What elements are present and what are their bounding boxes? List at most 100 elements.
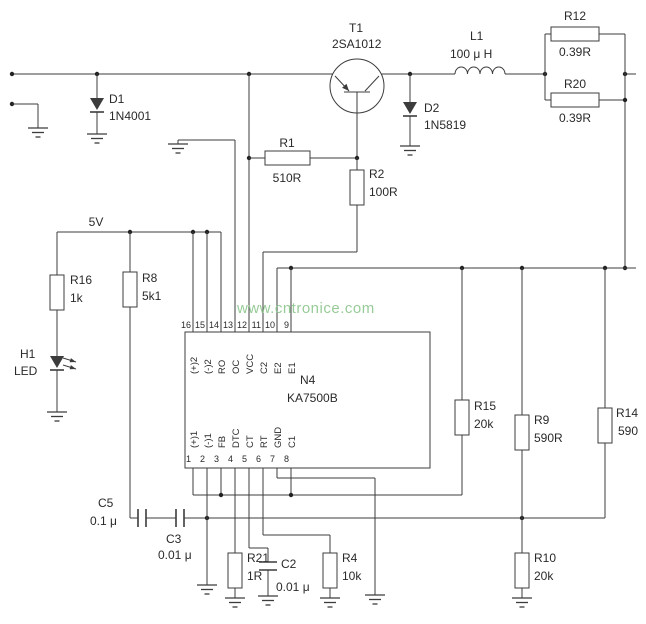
r1-ref-label: R1 xyxy=(279,136,295,150)
ic-pin-name: GND xyxy=(273,427,284,448)
r20-ref-label: R20 xyxy=(564,77,586,91)
input-return-terminal xyxy=(9,101,49,138)
d1-value-label: 1N4001 xyxy=(109,109,151,123)
t1-value-label: 2SA1012 xyxy=(332,37,382,51)
ic-pin-name: (-)2 xyxy=(203,359,214,374)
power-input-rail xyxy=(9,71,636,77)
r2-ref-label: R2 xyxy=(369,167,385,181)
resistor-r20: R20 0.39R xyxy=(544,74,625,125)
ic-pin-number: 9 xyxy=(284,320,289,330)
five-volt-rail: 5V xyxy=(57,215,221,235)
right-output-bus xyxy=(622,34,628,271)
led-h1: H1 LED xyxy=(14,347,77,422)
r15-ref-label: R15 xyxy=(474,399,496,413)
r21-ref-label: R21 xyxy=(247,551,269,565)
ground-symbol xyxy=(511,597,533,608)
ic-pin-name: RT xyxy=(259,435,270,448)
h1-value-label: LED xyxy=(14,364,38,378)
r12-value-label: 0.39R xyxy=(559,45,591,59)
r8-ref-label: R8 xyxy=(142,271,158,285)
divider-feedback-line xyxy=(184,515,605,521)
r20-value-label: 0.39R xyxy=(559,111,591,125)
c3-value-label: 0.01 μ xyxy=(158,548,192,562)
ic-pin-number: 15 xyxy=(195,320,205,330)
ic-pin-name: DTC xyxy=(231,428,242,448)
resistor-r1: R1 510R xyxy=(246,136,360,185)
rail-5v-label: 5V xyxy=(89,215,104,229)
r4-value-label: 10k xyxy=(342,569,362,583)
ground-symbol xyxy=(224,597,246,608)
ic-pin-name: C1 xyxy=(287,436,298,448)
ic-pin-number: 10 xyxy=(265,320,275,330)
capacitor-c5: C5 0.1 μ xyxy=(90,496,176,528)
ic-ka7500b: N4 KA7500B 16 15 14 13 12 11 10 9 (+)2 (… xyxy=(181,320,431,469)
resistor-r10: R10 20k xyxy=(511,551,556,608)
c2-ref-label: C2 xyxy=(281,557,297,571)
ic-pin-number: 7 xyxy=(270,454,275,464)
c5-ref-label: C5 xyxy=(98,496,114,510)
ic-pin-number: 12 xyxy=(237,320,247,330)
diode-d1: D1 1N4001 xyxy=(86,74,151,144)
ic-pin-name: (+)2 xyxy=(189,357,200,374)
ground-symbol xyxy=(257,595,279,606)
r2-value-label: 100R xyxy=(369,185,398,199)
ic-pin-name: E1 xyxy=(287,362,298,374)
r9-ref-label: R9 xyxy=(534,413,550,427)
resistor-r4: R4 10k xyxy=(319,551,362,608)
ground-symbol xyxy=(399,145,421,156)
ic-pin-name: OC xyxy=(231,360,242,374)
watermark-text: www.cntronice.com xyxy=(236,300,375,317)
ic-pin-number: 8 xyxy=(284,454,289,464)
d2-value-label: 1N5819 xyxy=(424,118,466,132)
r8-value-label: 5k1 xyxy=(142,289,162,303)
l1-value-label: 100 μ H xyxy=(450,47,492,61)
inductor-l1: L1 100 μ H xyxy=(450,29,506,75)
r21-value-label: 1R xyxy=(247,569,263,583)
ground-symbol xyxy=(364,594,386,605)
r16-value-label: 1k xyxy=(70,291,84,305)
r16-ref-label: R16 xyxy=(70,273,92,287)
ic-pin-number: 1 xyxy=(186,454,191,464)
ic-pin-number: 16 xyxy=(181,320,191,330)
resistor-r2: R2 100R xyxy=(262,158,398,332)
diode-d2: D2 1N5819 xyxy=(399,74,466,156)
ic-pin-name: (-)1 xyxy=(203,433,214,448)
d1-ref-label: D1 xyxy=(109,92,125,106)
r10-ref-label: R10 xyxy=(534,551,556,565)
ic-pin-name: C2 xyxy=(259,362,270,374)
resistor-r16: R16 1k xyxy=(49,232,92,356)
ic-pin-name: RO xyxy=(217,360,228,374)
r15-value-label: 20k xyxy=(474,417,494,431)
ground-symbol xyxy=(27,127,49,138)
r4-ref-label: R4 xyxy=(342,551,358,565)
ic-pin-name: E2 xyxy=(273,362,284,374)
d2-ref-label: D2 xyxy=(424,101,440,115)
r10-value-label: 20k xyxy=(534,569,554,583)
ic-pin-number: 11 xyxy=(252,320,261,330)
ground-symbol xyxy=(86,133,108,144)
transistor-t1: T1 2SA1012 xyxy=(329,21,385,158)
capacitor-c3: C3 0.01 μ xyxy=(158,509,192,562)
ic-pin-name: FB xyxy=(217,436,228,448)
ground-symbol xyxy=(46,411,68,422)
c2-value-label: 0.01 μ xyxy=(276,580,310,594)
ic-pin-name: CT xyxy=(245,435,256,448)
ic-ref-label: N4 xyxy=(300,373,316,387)
t1-ref-label: T1 xyxy=(349,21,363,35)
r1-value-label: 510R xyxy=(273,171,302,185)
resistor-r12: R12 0.39R xyxy=(544,9,625,74)
ground-symbol xyxy=(319,597,341,608)
resistor-r8: R8 5k1 xyxy=(122,232,162,519)
r9-value-label: 590R xyxy=(534,431,563,445)
r12-ref-label: R12 xyxy=(564,9,586,23)
resistor-r21: R21 1R xyxy=(224,551,269,608)
c3-ref-label: C3 xyxy=(166,532,182,546)
ic-pin-number: 5 xyxy=(242,454,247,464)
r14-value-label: 590 xyxy=(618,424,638,438)
l1-ref-label: L1 xyxy=(470,29,484,43)
ic-bottom-pin-wires xyxy=(192,468,386,605)
r14-ref-label: R14 xyxy=(616,406,638,420)
resistor-r14: R14 590 xyxy=(597,268,638,518)
